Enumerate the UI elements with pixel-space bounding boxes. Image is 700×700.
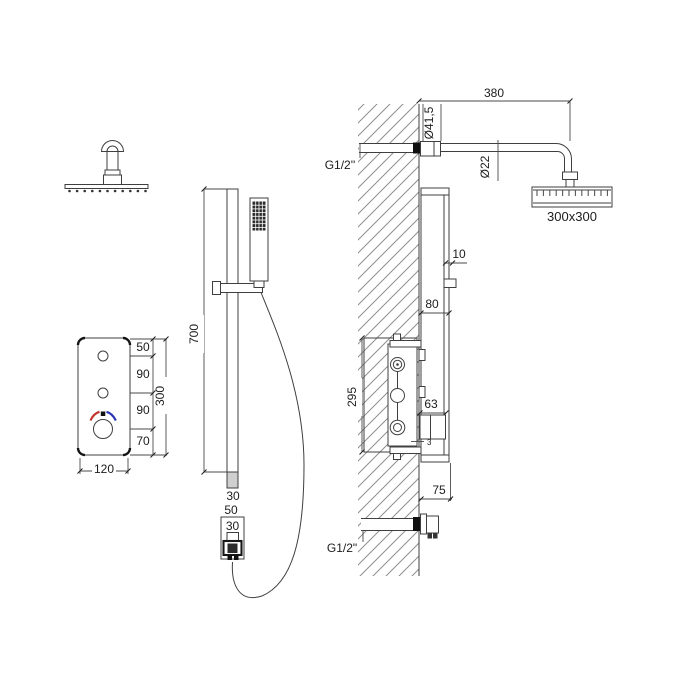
spray-face-grid: [252, 201, 266, 231]
outlet-flange-side: [420, 513, 427, 535]
panel-corner-marks: [76, 336, 132, 457]
thermostat-knob: [93, 419, 113, 439]
thermostat-marker: [100, 411, 106, 416]
shower-hose: [231, 287, 305, 598]
valve-top-bracket: [389, 340, 422, 348]
label-top-inlet: G1/2'': [325, 158, 356, 172]
dim-upper-offset: 80: [425, 297, 439, 311]
dim-seg-top: 50: [136, 340, 150, 354]
dim-diverter-width: 63: [424, 397, 438, 411]
slider-bracket-knob: [212, 281, 221, 295]
dim-arm-diameter: Ø22: [478, 155, 492, 178]
head-connector-lower: [565, 179, 575, 188]
head-nozzle-ticks: [536, 190, 608, 196]
dim-outlet-width: 30: [226, 519, 240, 533]
dim-rail-offset: 10: [452, 247, 466, 261]
panel-tab-lower: [418, 386, 426, 398]
diverter-box-side: [419, 414, 446, 440]
label-head-size: 300x300: [547, 209, 597, 224]
dim-outlet-offset: 50: [224, 503, 238, 517]
shower-head-side-view: [64, 140, 149, 193]
head-plate: [64, 184, 149, 189]
dim-lower-offset: 75: [432, 483, 446, 497]
cold-arc: [106, 410, 117, 421]
dim-seg-mid1: 90: [136, 367, 150, 381]
head-stem: [106, 151, 119, 171]
outlet-elbow-side: [426, 515, 439, 534]
hose-connector: [253, 280, 265, 288]
elbow-nut: [427, 533, 432, 539]
dim-rail-end-width: 30: [226, 489, 240, 503]
outlet-nipple: [227, 555, 232, 560]
dim-rail-height: 700: [187, 324, 201, 344]
dim-diverter-detail: 3: [427, 438, 432, 447]
nozzle-dots: [68, 189, 147, 193]
installation-side-view: 380 Ø41,5 G1/2'' Ø22 300x300: [325, 86, 613, 576]
dim-panel-height: 300: [153, 386, 167, 406]
panel-tab-upper: [418, 349, 426, 361]
rain-head-side: [531, 186, 613, 208]
dim-panel-width: 120: [94, 462, 114, 476]
stem-base: [103, 174, 122, 185]
segment-ticks: [150, 336, 156, 458]
diverter-knob-1: [97, 350, 109, 362]
diverter-knob-2: [97, 387, 109, 399]
dim-seg-mid2: 90: [136, 403, 150, 417]
arm-flange: [420, 141, 441, 157]
rail-end-cap: [226, 471, 239, 489]
top-inlet-fitting: [413, 142, 421, 154]
head-connector-upper: [562, 171, 578, 180]
dim-arm-length: 380: [484, 86, 504, 100]
mixer-panel-front-view: 50 90 90 70 300 120: [76, 336, 170, 476]
hand-shower-rail-assembly: 700 30 50 30: [187, 186, 305, 598]
dim-valve-height: 295: [345, 387, 359, 407]
stem-collar: [104, 169, 121, 176]
label-bottom-inlet: G1/2": [327, 541, 357, 555]
hot-arc: [89, 410, 100, 421]
bottom-inlet-fitting: [413, 517, 421, 531]
valve-port-middle: [390, 388, 405, 403]
dim-seg-bottom: 70: [136, 434, 150, 448]
arm-elbow-arc: [100, 140, 125, 152]
rail-bracket-side: [443, 278, 457, 288]
valve-bottom-bracket: [389, 446, 422, 454]
dim-flange-diameter: Ø41,5: [422, 106, 436, 139]
shower-arm-outer: [440, 143, 572, 172]
slide-rail: [226, 188, 239, 473]
shower-arm-inner: [440, 151, 565, 172]
